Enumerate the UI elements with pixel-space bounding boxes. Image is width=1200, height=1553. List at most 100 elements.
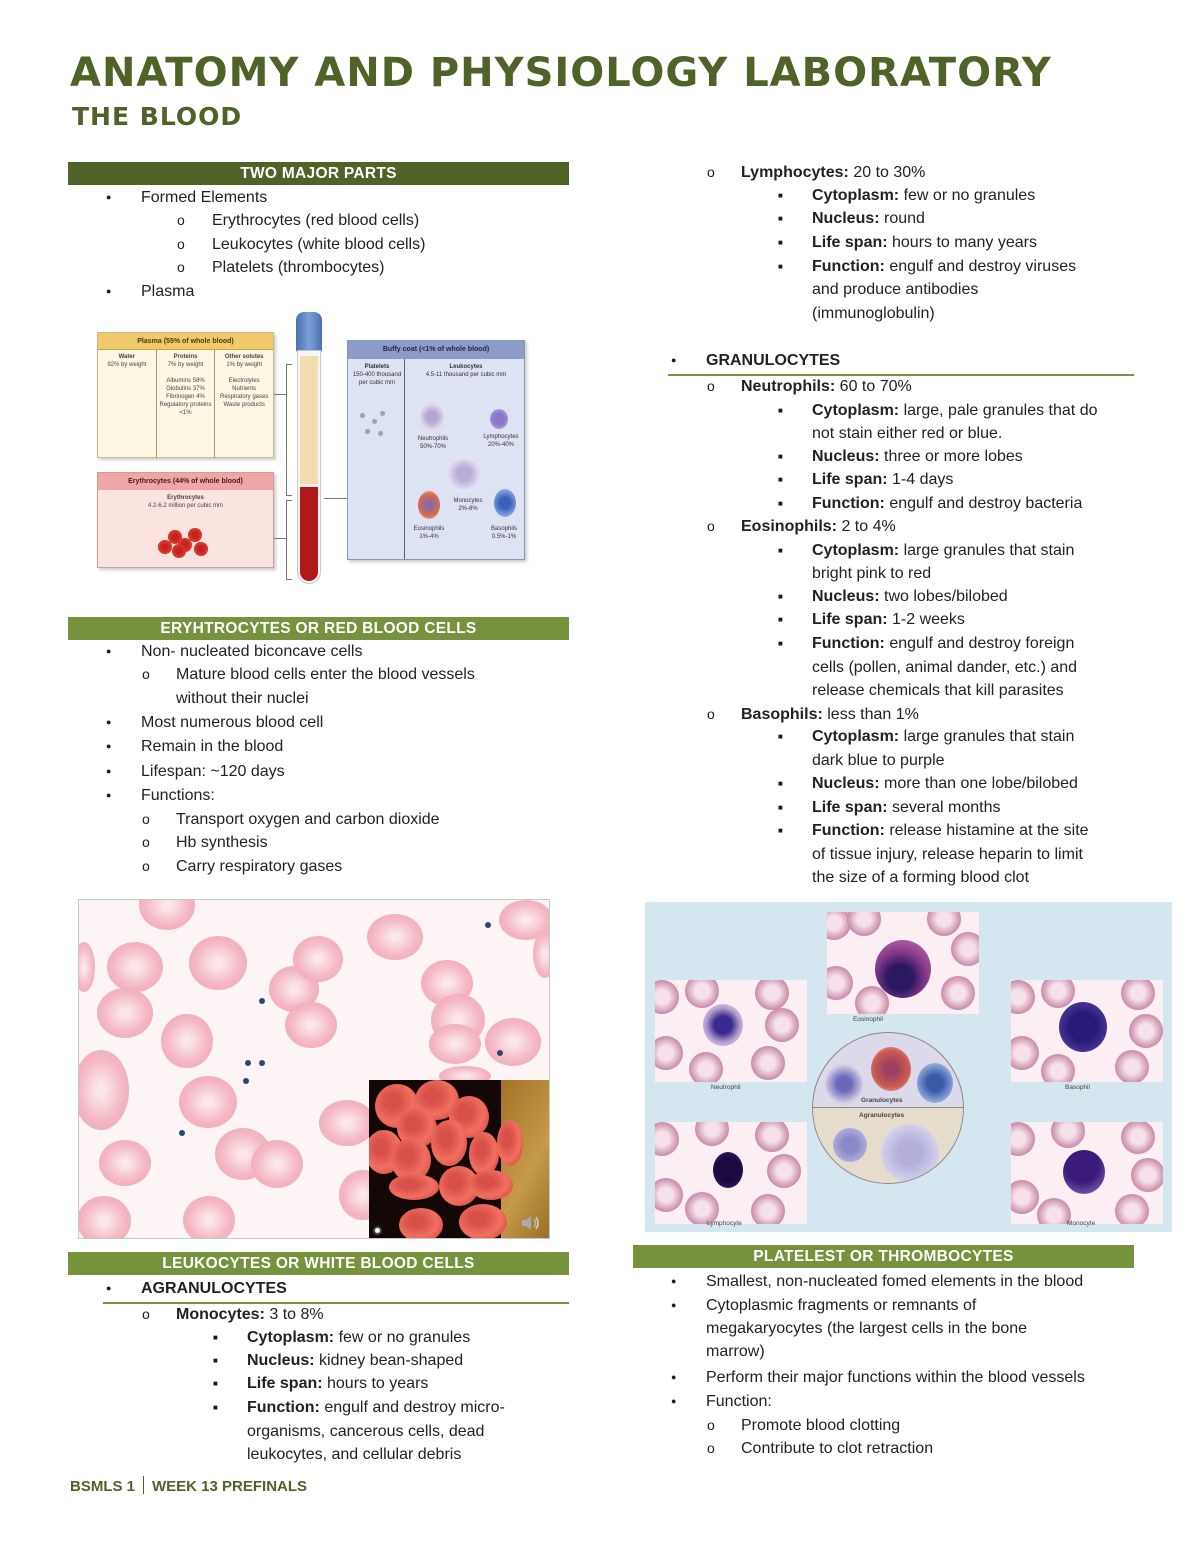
col-title: Water bbox=[118, 354, 136, 360]
value: 1-4 days bbox=[887, 471, 954, 488]
term: Nucleus: bbox=[812, 588, 880, 605]
basophil-illustration bbox=[494, 489, 516, 517]
platelets-count: 150-400 thousand per cubic mm bbox=[352, 372, 402, 386]
cell-name: Eosinophils bbox=[413, 526, 445, 532]
detail-item: Cytoplasm: few or no granules bbox=[812, 184, 1035, 208]
term: Nucleus: bbox=[812, 210, 880, 227]
detail-item: Life span: hours to many years bbox=[812, 231, 1037, 255]
term: Eosinophils: bbox=[741, 518, 837, 535]
detail-continuation: and produce antibodies bbox=[812, 281, 979, 298]
section-heading-platelets: PLATELEST OR THROMBOCYTES bbox=[633, 1245, 1134, 1268]
list-item: Function: bbox=[706, 1393, 772, 1410]
bullet-icon bbox=[106, 735, 111, 761]
detail-item: Life span: hours to years bbox=[247, 1372, 428, 1396]
sub-bullet-icon bbox=[142, 831, 150, 855]
monocyte-illustration bbox=[448, 456, 480, 492]
basophil-label: Basophil bbox=[1065, 1084, 1090, 1091]
section-heading-erythrocytes: ERYHTROCYTES OR RED BLOOD CELLS bbox=[68, 617, 569, 640]
col-line: 1% by weight bbox=[226, 362, 263, 368]
sub-bullet-icon bbox=[177, 209, 185, 233]
detail-continuation: (immunoglobulin) bbox=[812, 305, 935, 322]
value: large granules that stain bbox=[899, 728, 1075, 745]
col-line: Respiratory gases bbox=[220, 394, 269, 400]
list-item: Lifespan: ~120 days bbox=[141, 763, 285, 780]
square-bullet-icon bbox=[213, 1372, 218, 1398]
lymphocyte-photo bbox=[655, 1122, 807, 1224]
cell-pct: 2%-8% bbox=[458, 506, 478, 512]
detail-item: Function: engulf and destroy bacteria bbox=[812, 492, 1082, 516]
detail-continuation: not stain either red or blue. bbox=[812, 425, 1003, 442]
sub-bullet-icon bbox=[142, 808, 150, 832]
value: engulf and destroy viruses bbox=[884, 258, 1077, 275]
col-line: Electrolytes bbox=[228, 378, 260, 384]
value: 1-2 weeks bbox=[887, 611, 965, 628]
term: Cytoplasm: bbox=[812, 187, 900, 204]
list-item: Functions: bbox=[141, 787, 215, 804]
basophil-photo bbox=[1011, 980, 1163, 1082]
detail-continuation: release chemicals that kill parasites bbox=[812, 682, 1064, 699]
detail-continuation: cells (pollen, animal dander, etc.) and bbox=[812, 659, 1078, 676]
divider bbox=[103, 1302, 569, 1304]
detail-continuation: bright pink to red bbox=[812, 565, 932, 582]
plasma-panel: Plasma (55% of whole blood) Water 92% by… bbox=[97, 332, 274, 458]
term: Nucleus: bbox=[812, 775, 880, 792]
term: Function: bbox=[812, 635, 885, 652]
bullet-icon bbox=[106, 711, 111, 737]
value: round bbox=[879, 210, 925, 227]
term: Function: bbox=[812, 258, 885, 275]
rbc-smear-photo bbox=[78, 899, 550, 1239]
term: Life span: bbox=[812, 234, 888, 251]
value: engulf and destroy micro- bbox=[319, 1399, 505, 1416]
detail-continuation: dark blue to purple bbox=[812, 752, 945, 769]
list-subitem: Leukocytes (white blood cells) bbox=[212, 236, 426, 253]
erythrocytes-count: 4.2-6.2 million per cubic mm bbox=[147, 503, 224, 509]
speaker-icon[interactable] bbox=[521, 1214, 541, 1232]
connector-line bbox=[324, 498, 347, 499]
connector-line bbox=[274, 538, 286, 539]
list-item: Formed Elements bbox=[141, 189, 268, 206]
section-heading-leukocytes: LEUKOCYTES OR WHITE BLOOD CELLS bbox=[68, 1252, 569, 1275]
list-subitem: Hb synthesis bbox=[176, 834, 268, 851]
bullet-icon bbox=[671, 1390, 676, 1416]
test-tube-illustration bbox=[294, 312, 324, 584]
detail-continuation: the size of a forming blood clot bbox=[812, 869, 1030, 886]
col-title: Proteins bbox=[173, 354, 198, 360]
tube-cap bbox=[296, 312, 322, 352]
sub-bullet-icon bbox=[707, 375, 715, 399]
col-line: Albumins 58% bbox=[166, 378, 205, 384]
term: Life span: bbox=[812, 471, 888, 488]
list-item: Smallest, non-nucleated fomed elements i… bbox=[706, 1273, 1084, 1290]
term: Basophils: bbox=[741, 706, 823, 723]
value: few or no granules bbox=[899, 187, 1036, 204]
term: Neutrophils: bbox=[741, 378, 836, 395]
term: Cytoplasm: bbox=[247, 1329, 335, 1346]
detail-item: Function: engulf and destroy foreign bbox=[812, 632, 1074, 656]
list-item: Remain in the blood bbox=[141, 738, 284, 755]
term: Nucleus: bbox=[247, 1352, 315, 1369]
agranulocytes-label: AGRANULOCYTES bbox=[141, 1280, 287, 1297]
col-line: Nutrients bbox=[232, 386, 257, 392]
eosinophils-item: Eosinophils: 2 to 4% bbox=[741, 515, 896, 539]
square-bullet-icon bbox=[778, 632, 783, 658]
square-bullet-icon bbox=[778, 399, 783, 425]
detail-item: Nucleus: round bbox=[812, 207, 925, 231]
bullet-icon bbox=[671, 1366, 676, 1392]
list-item: Perform their major functions within the… bbox=[706, 1369, 1085, 1386]
detail-item: Cytoplasm: large granules that stain bbox=[812, 725, 1074, 749]
erythrocytes-header: Erythrocytes (44% of whole blood) bbox=[98, 473, 273, 490]
lymphocyte-illustration bbox=[490, 409, 508, 429]
value: several months bbox=[887, 799, 1001, 816]
value: few or no granules bbox=[334, 1329, 471, 1346]
term: Cytoplasm: bbox=[812, 402, 900, 419]
buffy-coat-panel: Buffy coat (<1% of whole blood) Platelet… bbox=[347, 340, 525, 560]
detail-continuation: leukocytes, and cellular debris bbox=[247, 1446, 462, 1463]
leukocytes-title: Leukocytes bbox=[449, 364, 483, 370]
detail-item: Nucleus: three or more lobes bbox=[812, 445, 1023, 469]
bullet-icon bbox=[671, 349, 676, 375]
list-item: Non- nucleated biconcave cells bbox=[141, 643, 363, 660]
detail-item: Life span: several months bbox=[812, 796, 1001, 820]
sub-bullet-icon bbox=[142, 855, 150, 879]
col-line: 92% by weight bbox=[107, 362, 147, 368]
square-bullet-icon bbox=[778, 468, 783, 494]
